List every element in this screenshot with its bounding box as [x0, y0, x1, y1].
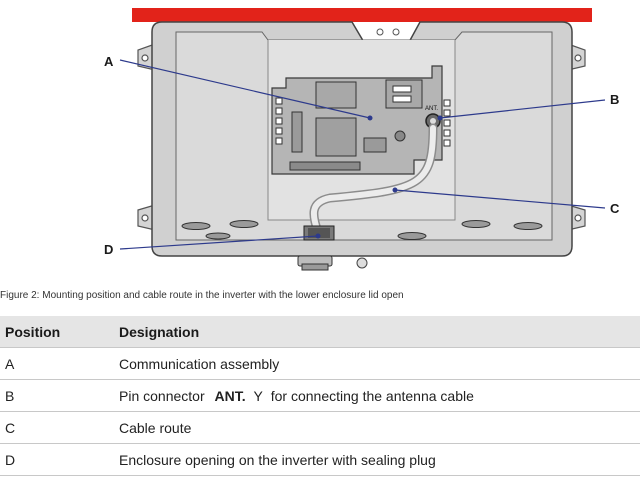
table-row: A Communication assembly [0, 347, 640, 380]
callout-b: B [610, 92, 619, 107]
figure-caption: Figure 2: Mounting position and cable ro… [0, 290, 404, 301]
designation-prefix: Pin connector [119, 387, 205, 404]
designation-ant: ANT. [214, 387, 246, 404]
cell-designation: Cable route [115, 411, 640, 444]
cell-position: D [0, 443, 115, 476]
callout-d: D [104, 242, 113, 257]
cell-position: A [0, 347, 115, 380]
callout-a: A [104, 54, 114, 69]
header-designation: Designation [115, 316, 640, 348]
table-row: B Pin connector ANT. Y for connecting th… [0, 379, 640, 412]
designation-suffix: for connecting the antenna cable [270, 387, 474, 404]
cell-designation: Communication assembly [115, 347, 640, 380]
table-row: D Enclosure opening on the inverter with… [0, 443, 640, 476]
cell-designation: Enclosure opening on the inverter with s… [115, 443, 640, 476]
enclosure-lid [132, 8, 592, 22]
table-header-row: Position Designation [0, 316, 640, 348]
cell-designation: Pin connector ANT. Y for connecting the … [115, 379, 640, 412]
cell-position: B [0, 379, 115, 412]
header-position: Position [0, 316, 115, 348]
cell-position: C [0, 411, 115, 444]
callout-c: C [610, 201, 620, 216]
inverter-figure: ANT. A B C D [104, 8, 620, 271]
communication-assembly: ANT. [271, 65, 451, 175]
ant-connector-label: ANT. [425, 106, 438, 112]
bottom-openings [181, 220, 543, 240]
antenna-icon: Y [253, 387, 263, 404]
legend-table: Position Designation A Communication ass… [0, 316, 640, 476]
table-row: C Cable route [0, 411, 640, 444]
callout-lines [119, 59, 606, 250]
